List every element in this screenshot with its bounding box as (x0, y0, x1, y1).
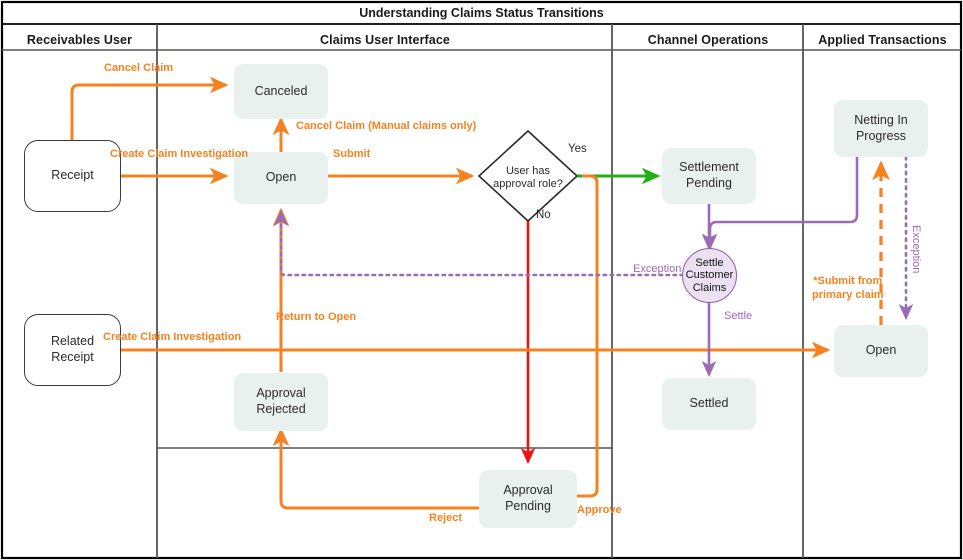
node-netting-in-progress-label: Netting In Progress (854, 112, 908, 143)
node-open-claims[interactable]: Open (234, 152, 328, 204)
edge-label-cancel-claim-manual: Cancel Claim (Manual claims only) (296, 120, 477, 132)
diagram-title: Understanding Claims Status Transitions (359, 6, 604, 20)
lane-header-channel-operations: Channel Operations (647, 33, 769, 47)
node-approval-pending-label: Approval Pending (503, 483, 553, 513)
node-settled[interactable]: Settled (662, 378, 756, 430)
node-receipt-label: Receipt (51, 168, 94, 183)
node-settlement-pending[interactable]: Settlement Pending (662, 148, 756, 204)
node-receipt[interactable]: Receipt (24, 140, 121, 212)
decision-yes-label: Yes (568, 143, 587, 155)
node-open-claims-label: Open (265, 170, 297, 185)
node-related-receipt[interactable]: Related Receipt (24, 314, 121, 386)
node-approval-rejected[interactable]: Approval Rejected (234, 373, 328, 431)
edge-label-submit: Submit (333, 148, 371, 160)
edge-label-approve: Approve (577, 504, 622, 516)
edge-label-create-claim-investigation-1: Create Claim Investigation (110, 148, 249, 160)
node-approval-pending[interactable]: Approval Pending (479, 470, 577, 528)
lane-header-claims-user-interface: Claims User Interface (320, 33, 450, 47)
node-canceled-label: Canceled (254, 83, 308, 98)
edge-label-return-to-open: Return to Open (276, 311, 357, 323)
lane-header-receivables-user: Receivables User (26, 33, 133, 47)
edge-label-reject: Reject (429, 512, 463, 524)
node-settlement-pending-label: Settlement Pending (679, 160, 739, 190)
edge-label-create-claim-investigation-2: Create Claim Investigation (103, 331, 242, 343)
decision-no-label: No (536, 209, 551, 221)
node-settled-label: Settled (689, 396, 729, 411)
node-open-applied[interactable]: Open (834, 325, 928, 377)
node-canceled[interactable]: Canceled (234, 64, 328, 119)
edge-label-exception-left: Exception (633, 263, 682, 275)
lane-header-applied-transactions: Applied Transactions (818, 33, 947, 47)
edge-label-exception-right: Exception (910, 225, 922, 274)
edge-label-cancel-claim: Cancel Claim (104, 62, 174, 74)
node-open-applied-label: Open (865, 343, 897, 358)
node-related-receipt-label: Related Receipt (50, 334, 95, 364)
node-netting-in-progress[interactable]: Netting In Progress (834, 100, 928, 157)
decision-user-has-approval-role[interactable]: User has approval role? (493, 165, 563, 191)
node-approval-rejected-label: Approval Rejected (256, 386, 306, 416)
node-settle-customer-claims-label: Settle Customer Claims (685, 257, 734, 294)
edge-label-submit-from-primary-claim: *Submit from primary claim (812, 275, 884, 301)
node-settle-customer-claims[interactable]: Settle Customer Claims (682, 248, 737, 303)
edge-label-settle: Settle (724, 310, 753, 322)
